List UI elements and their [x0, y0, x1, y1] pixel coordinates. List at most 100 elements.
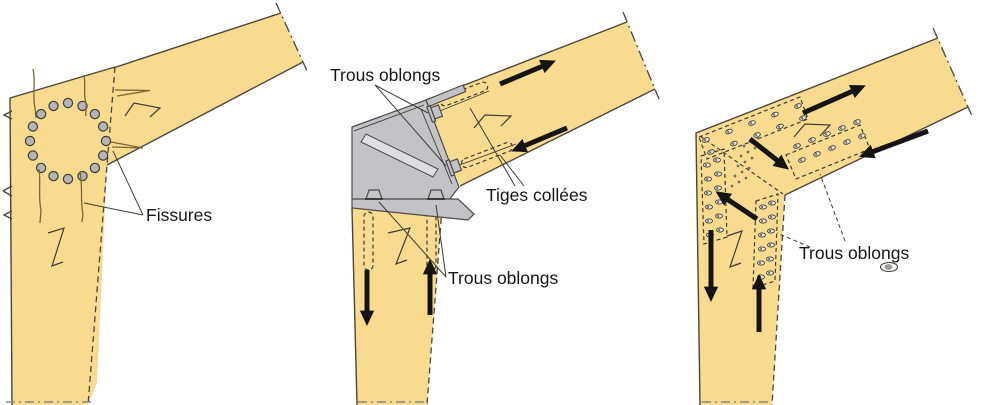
oblong-hole	[759, 204, 767, 210]
oblong-hole	[768, 214, 776, 220]
oblong-hole	[715, 199, 723, 205]
oblong-hole	[716, 227, 724, 233]
fastener-dot	[742, 144, 746, 148]
dowel	[35, 162, 47, 174]
bracket-rafter-flange	[425, 84, 467, 108]
grain-symbol	[793, 123, 832, 138]
oblong-hole	[704, 176, 712, 182]
oblong-hole	[714, 185, 722, 191]
panel-slotted-plates-joint: Trous oblongs	[695, 27, 973, 405]
dowel	[100, 135, 112, 147]
force-arrow-rafter-bottom	[511, 125, 568, 153]
fastener-dot	[756, 136, 760, 140]
rafter-cut-line	[622, 11, 660, 100]
oblong-hole	[794, 103, 802, 109]
column-outline	[351, 207, 358, 405]
oblong-hole	[758, 246, 766, 252]
fastener-dot	[753, 146, 757, 150]
oblong-hole	[776, 123, 784, 130]
rafter-cut-line	[275, 2, 309, 74]
oblong-hole	[767, 228, 775, 234]
oblong-hole	[715, 213, 723, 219]
oblong-hole	[768, 200, 776, 206]
leader-line	[776, 173, 846, 248]
oblong-hole	[758, 232, 766, 238]
column-outline	[9, 66, 116, 405]
oblong-hole	[858, 133, 866, 139]
trous-oblongs-bottom-label: Trous oblongs	[448, 268, 558, 288]
leader-line	[83, 150, 144, 216]
oblong-hole-field	[702, 103, 866, 280]
grain-symbol	[387, 227, 411, 266]
dowel	[27, 121, 39, 132]
oblong-hole	[798, 157, 806, 163]
column	[10, 67, 115, 405]
dowel	[27, 150, 39, 161]
oblong-hole	[823, 131, 831, 137]
oblong-hole	[813, 151, 821, 157]
oblong-hole	[707, 149, 715, 155]
crack	[38, 168, 42, 224]
tiges-collees-label: Tiges collées	[486, 185, 588, 205]
leader-line	[374, 84, 447, 167]
fissures-label: Fissures	[146, 205, 212, 225]
crack	[83, 74, 87, 117]
force-arrow-corner-down	[748, 137, 789, 170]
oblong-hole	[766, 256, 774, 262]
rafter-cut-line	[932, 27, 973, 117]
leader-line	[469, 107, 525, 187]
oblong-hole	[702, 137, 710, 143]
grain-symbol	[124, 102, 162, 118]
fastener-dot	[739, 154, 743, 158]
bolt	[445, 158, 463, 177]
oblong-hole	[828, 145, 836, 151]
oblong-hole	[757, 274, 765, 280]
joint-interface-dashed	[87, 66, 116, 405]
bolt	[427, 189, 445, 200]
dowel	[77, 100, 88, 112]
dowel	[77, 170, 88, 182]
oblong-hole	[748, 120, 756, 126]
knee-member	[696, 38, 968, 405]
dowel	[48, 100, 59, 112]
oblong-hole	[771, 111, 779, 118]
dowel	[97, 121, 109, 132]
oblong-hole	[725, 128, 733, 135]
oblong-hole	[767, 242, 775, 248]
fastener-dot	[746, 150, 750, 154]
fastener-dot	[737, 180, 741, 184]
dowel	[97, 150, 109, 161]
fastener-dot	[743, 160, 747, 164]
bolt	[365, 189, 383, 200]
oblong-hole	[730, 140, 738, 147]
column-hidden-edge	[426, 207, 443, 405]
dowel	[89, 108, 101, 120]
plate-outline-column-left	[700, 148, 728, 245]
oblong-hole	[705, 218, 713, 224]
grain-symbol	[47, 227, 65, 267]
crack	[79, 171, 84, 223]
dowel	[48, 170, 59, 182]
plate-outline-rafter-upper	[698, 96, 809, 160]
dowel-ring	[24, 97, 112, 185]
crack	[32, 68, 37, 119]
dowel	[35, 108, 47, 120]
force-arrow-rafter-top	[499, 59, 556, 87]
fastener-dot	[747, 166, 751, 170]
crack	[114, 89, 151, 97]
oblong-hole	[766, 270, 774, 276]
fastener-dot-field	[730, 136, 760, 188]
dowel	[62, 97, 74, 109]
rafter	[426, 22, 655, 186]
oblong-hole	[757, 260, 765, 266]
fastener-dot	[750, 156, 754, 160]
fastener-dot	[736, 164, 740, 168]
oblong-hole	[853, 119, 861, 125]
oblong-hole	[705, 204, 713, 210]
fastener-dot	[733, 174, 737, 178]
oblong-hole	[808, 137, 816, 143]
grain-symbol	[473, 114, 513, 129]
oblong-hole	[713, 157, 721, 163]
